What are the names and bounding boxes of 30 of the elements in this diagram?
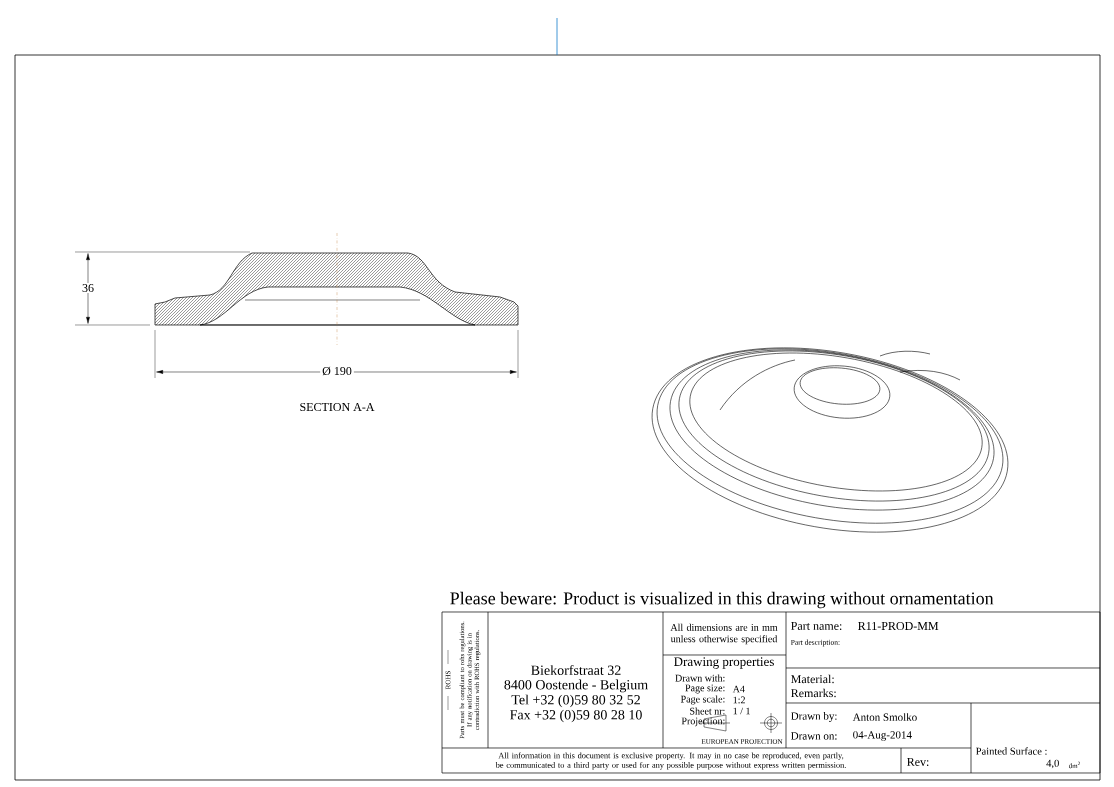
field-label: Drawn on: xyxy=(791,732,837,740)
section-label: SECTION A-A xyxy=(300,402,375,411)
address-text: Biekorfstraat 32 xyxy=(531,665,621,675)
field-label: Part name: xyxy=(791,622,842,630)
section-heading: Drawing properties xyxy=(674,657,774,669)
field-value: 04-Aug-2014 xyxy=(853,731,912,741)
field-label: Drawn by: xyxy=(791,712,837,722)
property-label: Sheet nr: xyxy=(690,707,725,715)
property-label: Drawn with: xyxy=(675,674,725,682)
field-label: Material: xyxy=(791,674,834,684)
note-text: Please beware: Product is visualized in this drawing without ornamentation xyxy=(450,591,994,609)
field-label: Rev: xyxy=(907,758,929,766)
property-label: Page scale: xyxy=(680,695,725,705)
phone-number: Tel +32 (0)59 80 32 52 xyxy=(511,694,640,708)
field-label: Painted Surface : xyxy=(976,747,1047,755)
field-label: Remarks: xyxy=(791,688,836,698)
dimension-value: 36 xyxy=(81,282,95,294)
disclaimer-text: All information in this document is exclusive property. It may in no case be reproduced, even partly, be communicated to a third party or used for any possible purpose without express written permission. xyxy=(495,752,846,770)
property-label: Projection: xyxy=(681,717,725,727)
property-label: Page size: xyxy=(685,684,725,694)
property-value: 1 / 1 xyxy=(733,707,750,715)
fax-number: Fax +32 (0)59 80 28 10 xyxy=(510,709,642,723)
field-value: 4,0 xyxy=(1046,759,1059,769)
property-value: 1:2 xyxy=(733,696,745,704)
address-text: 8400 Oostende - Belgium xyxy=(504,679,648,693)
property-value: A4 xyxy=(732,685,745,693)
dimension-note: All dimensions are in mm unless otherwise specified xyxy=(670,623,778,645)
field-value: R11-PROD-MM xyxy=(858,621,939,630)
field-value: Anton Smolko xyxy=(852,713,917,721)
dimension-value: Ø 190 xyxy=(320,364,354,378)
